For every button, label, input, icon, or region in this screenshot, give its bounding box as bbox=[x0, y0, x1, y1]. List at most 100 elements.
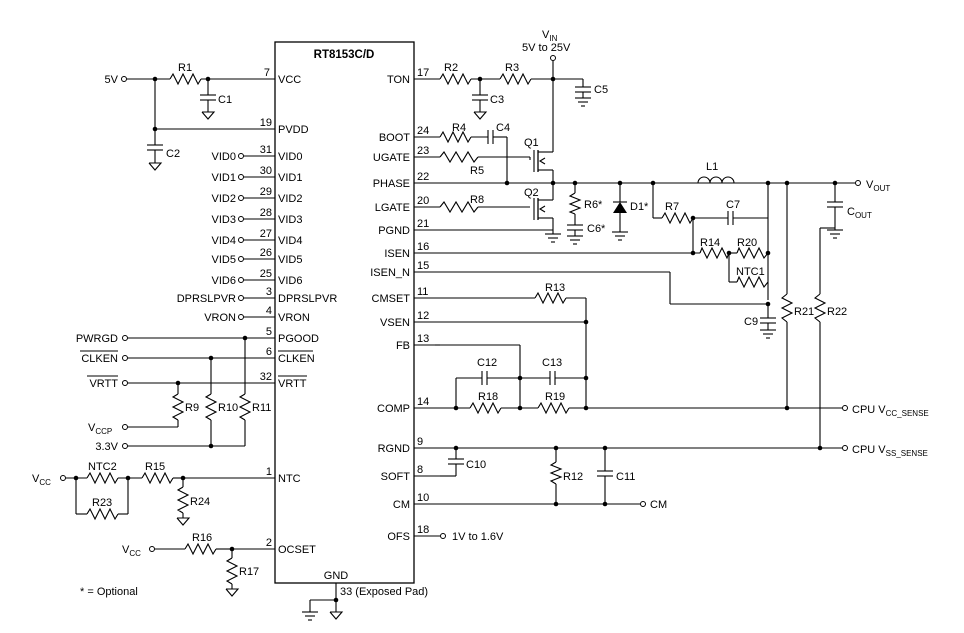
compensation-network: C12 C13 R18 R19 CPU VCC_SENSE bbox=[435, 344, 929, 418]
label-r16: R16 bbox=[192, 532, 212, 544]
label-r22: R22 bbox=[827, 306, 847, 318]
label-q2: Q2 bbox=[524, 187, 539, 199]
ic-title: RT8153C/D bbox=[314, 49, 375, 61]
svg-text:CM: CM bbox=[393, 499, 410, 511]
svg-text:24: 24 bbox=[417, 125, 429, 137]
resistor-r2 bbox=[439, 72, 472, 86]
label-l1: L1 bbox=[706, 161, 718, 173]
label-r6: R6* bbox=[584, 199, 603, 211]
label-vcc-sense: CPU VCC_SENSE bbox=[852, 404, 929, 418]
svg-text:30: 30 bbox=[260, 165, 272, 177]
svg-text:7: 7 bbox=[264, 67, 270, 79]
label-r20: R20 bbox=[737, 237, 757, 249]
label-r4: R4 bbox=[452, 122, 466, 134]
cmset-network: R13 bbox=[440, 282, 589, 408]
svg-text:8: 8 bbox=[417, 464, 423, 476]
label-c1: C1 bbox=[218, 94, 232, 106]
svg-text:5: 5 bbox=[266, 326, 272, 338]
svg-text:BOOT: BOOT bbox=[379, 132, 410, 144]
svg-text:13: 13 bbox=[417, 333, 429, 345]
label-vin-range: 5V to 25V bbox=[522, 42, 571, 54]
svg-text:VID0: VID0 bbox=[212, 151, 236, 163]
resistor-r24 bbox=[176, 486, 190, 514]
label-r23: R23 bbox=[92, 497, 112, 509]
label-r14: R14 bbox=[700, 237, 720, 249]
svg-text:22: 22 bbox=[417, 171, 429, 183]
svg-text:ISEN: ISEN bbox=[384, 248, 410, 260]
svg-text:LGATE: LGATE bbox=[375, 202, 410, 214]
svg-text:23: 23 bbox=[417, 145, 429, 157]
svg-text:FB: FB bbox=[396, 340, 410, 352]
svg-text:1: 1 bbox=[266, 466, 272, 478]
resistor-r3 bbox=[499, 72, 532, 86]
label-d1: D1* bbox=[630, 201, 649, 213]
resistor-r22 bbox=[813, 293, 827, 323]
svg-text:3: 3 bbox=[266, 286, 272, 298]
label-r21: R21 bbox=[794, 306, 814, 318]
svg-text:6: 6 bbox=[266, 346, 272, 358]
svg-text:14: 14 bbox=[417, 396, 429, 408]
label-vccp: VCCP bbox=[88, 422, 112, 436]
resistor-r4 bbox=[439, 130, 472, 144]
label-r19: R19 bbox=[545, 391, 565, 403]
svg-text:VID4: VID4 bbox=[278, 235, 302, 247]
svg-text:CMSET: CMSET bbox=[372, 293, 411, 305]
svg-text:VRTT: VRTT bbox=[89, 378, 118, 390]
label-c9: C9 bbox=[744, 316, 758, 328]
svg-text:VCC: VCC bbox=[278, 74, 301, 86]
label-vin: VIN bbox=[542, 29, 558, 43]
label-vout: VOUT bbox=[866, 179, 890, 193]
label-r17: R17 bbox=[239, 566, 259, 578]
label-r9: R9 bbox=[185, 402, 199, 414]
label-r15: R15 bbox=[145, 461, 165, 473]
label-r12: R12 bbox=[563, 471, 583, 483]
svg-text:VID1: VID1 bbox=[212, 172, 236, 184]
ic-body bbox=[274, 41, 415, 584]
svg-text:21: 21 bbox=[417, 218, 429, 230]
label-c6: C6* bbox=[587, 223, 606, 235]
svg-text:VID2: VID2 bbox=[278, 193, 302, 205]
resistor-r19 bbox=[537, 401, 570, 415]
svg-text:26: 26 bbox=[260, 247, 272, 259]
vin-input: VIN 5V to 25V bbox=[522, 29, 571, 150]
svg-text:OFS: OFS bbox=[387, 531, 410, 543]
svg-text:DPRSLPVR: DPRSLPVR bbox=[177, 293, 236, 305]
thermistor-ntc2 bbox=[86, 471, 119, 485]
label-c10: C10 bbox=[466, 459, 486, 471]
label-c3: C3 bbox=[490, 94, 504, 106]
resistor-r6 bbox=[568, 192, 582, 215]
svg-text:DPRSLPVR: DPRSLPVR bbox=[278, 293, 337, 305]
svg-text:2: 2 bbox=[266, 537, 272, 549]
svg-text:PWRGD: PWRGD bbox=[76, 333, 118, 345]
svg-text:NTC: NTC bbox=[278, 473, 301, 485]
ic-gnd-label: GND bbox=[324, 570, 349, 582]
ic-rt8153: RT8153C/D GND bbox=[274, 41, 415, 584]
resistor-r16 bbox=[184, 542, 217, 556]
inductor-l1 bbox=[697, 176, 735, 184]
svg-text:UGATE: UGATE bbox=[373, 152, 410, 164]
svg-text:COMP: COMP bbox=[377, 403, 410, 415]
ton-network: R2 R3 C3 C5 bbox=[439, 62, 608, 120]
resistor-r15 bbox=[141, 471, 174, 485]
resistor-r20 bbox=[736, 246, 769, 260]
svg-text:VRTT: VRTT bbox=[278, 378, 307, 390]
svg-text:PGOOD: PGOOD bbox=[278, 333, 319, 345]
label-exposed-pad: 33 (Exposed Pad) bbox=[340, 586, 428, 598]
svg-text:VSEN: VSEN bbox=[380, 317, 410, 329]
diode-d1 bbox=[613, 202, 627, 213]
svg-text:VRON: VRON bbox=[204, 312, 236, 324]
svg-text:3.3V: 3.3V bbox=[95, 441, 118, 453]
